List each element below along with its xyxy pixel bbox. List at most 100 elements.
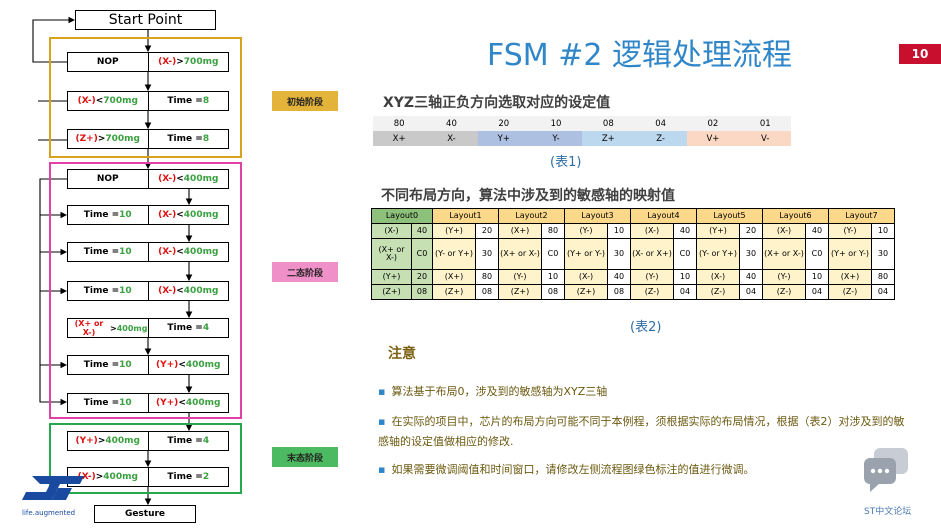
step-text: 4 bbox=[202, 323, 210, 333]
step-text: Time = bbox=[167, 323, 203, 333]
table2-caption: (表2) bbox=[630, 320, 662, 335]
step-left-cell: Time = 10 bbox=[68, 282, 148, 300]
axis-cell: (Z-) bbox=[828, 284, 872, 300]
step-right-cell: (X-) > 700mg bbox=[147, 53, 229, 71]
step-left-cell: Time = 10 bbox=[68, 356, 148, 374]
axis-cell: (X+) bbox=[498, 223, 542, 239]
axis-cell: (Y-) bbox=[498, 269, 542, 285]
axis-cell: (X-) bbox=[696, 269, 740, 285]
step-text: 400mg bbox=[185, 398, 221, 408]
table-row: (X+ or X-)C0(Y- or Y+)30(X+ or X-)C0(Y+ … bbox=[371, 238, 895, 270]
axis-cell: (X+ or X-) bbox=[371, 238, 412, 270]
axis-cell: (Z+) bbox=[564, 284, 608, 300]
value-cell: C0 bbox=[411, 238, 433, 270]
flowchart-step: Time = 10(Y+) < 400mg bbox=[67, 355, 229, 375]
stage-frame-initial bbox=[49, 37, 242, 158]
step-left-cell: (X+ or X-) > 400mg bbox=[68, 319, 148, 337]
step-text: 400mg bbox=[105, 436, 140, 446]
step-text: (X-) bbox=[158, 174, 177, 184]
stage-frame-second bbox=[49, 162, 242, 419]
value-cell: 10 bbox=[673, 269, 697, 285]
value-cell: 10 bbox=[805, 269, 829, 285]
axis-cell: (X- or X+) bbox=[630, 238, 674, 270]
axis-name-cell: V+ bbox=[686, 131, 740, 146]
axis-cell: (X+ or X-) bbox=[498, 238, 542, 270]
value-cell: 80 bbox=[871, 269, 895, 285]
step-text: 10 bbox=[119, 398, 132, 408]
step-text: Time = bbox=[167, 96, 203, 106]
axis-value-cell: 01 bbox=[739, 116, 792, 131]
step-left-cell: NOP bbox=[96, 174, 119, 184]
axis-cell: (Y+ or Y-) bbox=[828, 238, 872, 270]
step-left-cell: (X-) > 400mg bbox=[68, 468, 148, 486]
axis-cell: (Z+) bbox=[432, 284, 476, 300]
axis-cell: (Z+) bbox=[498, 284, 542, 300]
value-cell: 08 bbox=[541, 284, 565, 300]
step-text: < bbox=[176, 247, 184, 257]
step-text: Time = bbox=[83, 360, 120, 370]
step-right-cell: Time = 4 bbox=[147, 319, 229, 337]
axis-cell: (Y- or Y+) bbox=[696, 238, 740, 270]
value-cell: 40 bbox=[607, 269, 631, 285]
step-left-cell: Time = 10 bbox=[68, 243, 148, 261]
step-text: < bbox=[176, 286, 184, 296]
value-cell: 80 bbox=[475, 269, 499, 285]
step-right-cell: Time = 8 bbox=[147, 130, 229, 148]
step-text: < bbox=[178, 360, 186, 370]
step-text: (X+ or X-) bbox=[74, 319, 104, 337]
step-text: 10 bbox=[119, 247, 132, 257]
value-cell: 08 bbox=[475, 284, 499, 300]
forum-label: ST中文论坛 bbox=[864, 507, 912, 517]
flowchart-step: Time = 10(X-) < 400mg bbox=[67, 205, 229, 225]
axis-value-cell: 04 bbox=[634, 116, 687, 131]
value-cell: 04 bbox=[871, 284, 895, 300]
step-text: Time = bbox=[83, 286, 120, 296]
step-text: 10 bbox=[119, 360, 132, 370]
step-left-cell: Time = 10 bbox=[68, 206, 148, 224]
bullet-icon: ▪ bbox=[378, 463, 386, 476]
axis-cell: (Z-) bbox=[630, 284, 674, 300]
axis-cell: (Z-) bbox=[762, 284, 806, 300]
step-text: 4 bbox=[202, 436, 210, 446]
flowchart-step: Time = 10(X-) < 400mg bbox=[67, 242, 229, 262]
layout-header-cell: Layout7 bbox=[828, 208, 895, 224]
start-point-box: Start Point bbox=[75, 10, 216, 30]
axis-name-cell: Y+ bbox=[477, 131, 530, 146]
axis-cell: (Y-) bbox=[630, 269, 674, 285]
axis-value-cell: 80 bbox=[373, 116, 426, 131]
layout-header-cell: Layout6 bbox=[762, 208, 829, 224]
gesture-box: Gesture bbox=[94, 505, 196, 523]
step-text: < bbox=[95, 96, 104, 106]
step-right-cell: (X-) < 400mg bbox=[147, 170, 229, 188]
value-cell: 10 bbox=[607, 223, 631, 239]
step-text: 8 bbox=[202, 96, 210, 106]
flowchart-step: Time = 10(X-) < 400mg bbox=[67, 281, 229, 301]
step-right-cell: Time = 2 bbox=[147, 468, 229, 486]
axis-name-cell: Z+ bbox=[582, 131, 635, 146]
step-text: > bbox=[97, 436, 106, 446]
value-cell: 20 bbox=[475, 223, 499, 239]
step-right-cell: (X-) < 400mg bbox=[147, 282, 229, 300]
axis-cell: (Y- or Y+) bbox=[432, 238, 476, 270]
step-text: < bbox=[176, 174, 184, 184]
note-item-3: ▪如果需要微调阈值和时间窗口，请修改左侧流程图绿色标注的值进行微调。 bbox=[378, 463, 755, 476]
value-cell: 04 bbox=[805, 284, 829, 300]
axis-value-cell: 10 bbox=[529, 116, 583, 131]
axis-cell: (X+) bbox=[828, 269, 872, 285]
step-text: 400mg bbox=[103, 472, 138, 482]
axis-value-cell: 02 bbox=[686, 116, 740, 131]
value-cell: C0 bbox=[673, 238, 697, 270]
step-text: 2 bbox=[202, 472, 210, 482]
st-logo: life.augmented bbox=[22, 468, 92, 517]
value-cell: C0 bbox=[805, 238, 829, 270]
step-right-cell: (X-) < 400mg bbox=[147, 243, 229, 261]
page-title: FSM #2 逻辑处理流程 bbox=[487, 38, 792, 73]
step-text: > bbox=[176, 57, 184, 67]
step-text: 10 bbox=[119, 286, 132, 296]
value-cell: 30 bbox=[607, 238, 631, 270]
